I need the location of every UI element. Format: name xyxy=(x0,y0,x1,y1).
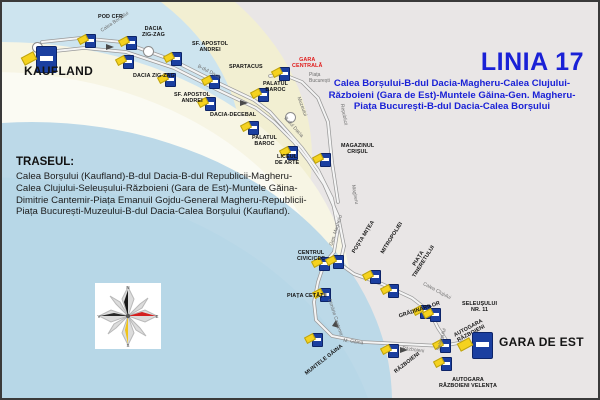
stop-label: AUTOGARA RĂZBOIENI VELENȚA xyxy=(439,377,498,390)
stop-label: SF. APOSTOL ANDREI xyxy=(192,41,229,54)
route-description-panel: TRASEUL: Calea Borșului (Kaufland)-B-dul… xyxy=(16,156,316,218)
stop-label: DACIA-DECEBAL xyxy=(210,112,257,118)
compass-south: S xyxy=(127,343,130,348)
stop-label: CENTRUL CIVIC/CEC xyxy=(297,250,326,263)
stop-label: PALATUL BAROC xyxy=(252,135,278,148)
route-description-body: Calea Borșului (Kaufland)-B-dul Dacia-B-… xyxy=(16,171,307,218)
terminal-label: GARA DE EST xyxy=(499,335,584,349)
terminal-label: KAUFLAND xyxy=(24,64,94,78)
stop-label: DACIA ZIG-ZAG xyxy=(142,26,165,39)
line-number-title: LINIA 17 xyxy=(480,48,584,76)
stop-label: DACIA ZIG-ZAG xyxy=(133,73,175,79)
route-description-title: TRASEUL: xyxy=(16,156,75,168)
stop-label: SF. APOSTOL ANDREI xyxy=(174,92,211,105)
stop-label: SELEUȘULUI NR. 11 xyxy=(462,301,498,314)
terminal-stop-marker[interactable] xyxy=(472,332,493,359)
stop-label: POD CFR xyxy=(98,14,123,20)
stop-label: PALATUL BAROC xyxy=(263,81,289,94)
compass-rose: N S E V xyxy=(95,283,161,349)
stop-label: PIAȚA CETĂȚII xyxy=(287,293,327,299)
street-name-label: Piața București xyxy=(309,72,330,84)
stop-label: GARA CENTRALĂ xyxy=(292,57,323,70)
route-direction-arrows xyxy=(106,44,408,353)
compass-west: V xyxy=(98,314,101,319)
stop-label: MAGAZINUL CRIȘUL xyxy=(341,143,375,156)
stop-label: SPARTACUS xyxy=(229,64,263,70)
line-route-summary: Calea Borșului-B-dul Dacia-Magheru-Calea… xyxy=(328,78,576,113)
compass-east: E xyxy=(156,314,159,319)
route-node xyxy=(143,46,154,57)
stop-label: LICEUL DE ARTE xyxy=(275,154,300,167)
route-node xyxy=(285,112,296,123)
compass-north: N xyxy=(126,285,129,290)
